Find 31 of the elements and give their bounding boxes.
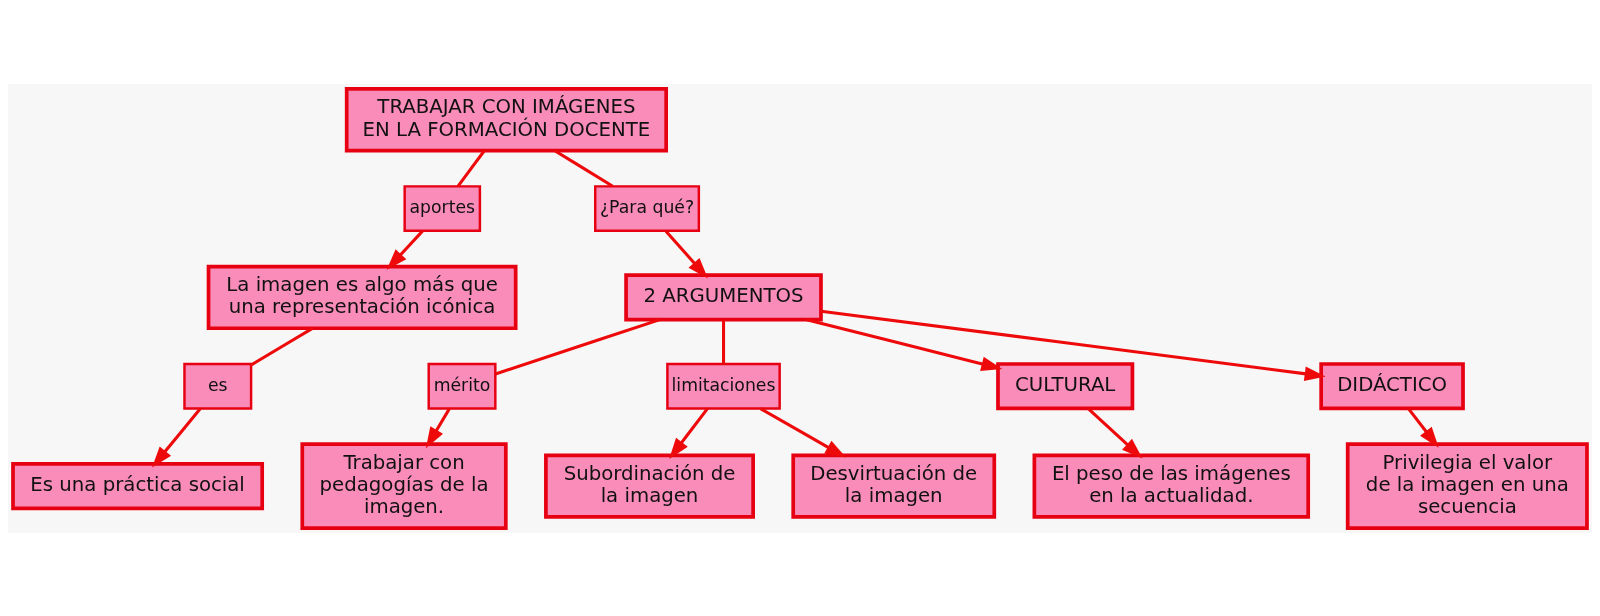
connector <box>250 326 314 366</box>
node-box: limitaciones <box>666 362 781 410</box>
node-box: Privilegia el valor de la imagen en una secuencia <box>1345 441 1589 530</box>
arrow <box>820 309 1326 381</box>
arrow <box>386 229 424 270</box>
arrow <box>664 229 708 279</box>
arrow <box>425 407 451 448</box>
connector <box>554 148 614 188</box>
node-box: Subordinación de la imagen <box>544 452 755 519</box>
node-box: ¿Para qué? <box>594 184 701 232</box>
node-box: CULTURAL <box>996 361 1135 410</box>
node-box: aportes <box>403 184 482 232</box>
node-box: DIDÁCTICO <box>1319 361 1465 410</box>
connector <box>495 317 661 375</box>
node-box: Trabajar con pedagogías de la imagen. <box>300 441 508 530</box>
node-box: La imagen es algo más que una representación icónica <box>206 264 518 330</box>
connector <box>456 149 486 187</box>
node-box: Desvirtuación de la imagen <box>791 452 997 519</box>
node-box: TRABAJAR CON IMÁGENES EN LA FORMACIÓN DOCENTE <box>344 86 668 152</box>
node-box: mérito <box>427 362 497 410</box>
arrow <box>759 406 847 458</box>
arrow <box>669 407 709 459</box>
node-box: 2 ARGUMENTOS <box>624 272 823 321</box>
arrow <box>806 317 1003 371</box>
arrow <box>1407 407 1439 448</box>
arrow <box>1087 406 1143 458</box>
node-box: Es una práctica social <box>11 461 265 510</box>
node-box: es <box>183 362 253 410</box>
arrow <box>152 407 202 467</box>
node-box: El peso de las imágenes en la actualidad. <box>1032 452 1311 519</box>
connector <box>722 319 726 364</box>
